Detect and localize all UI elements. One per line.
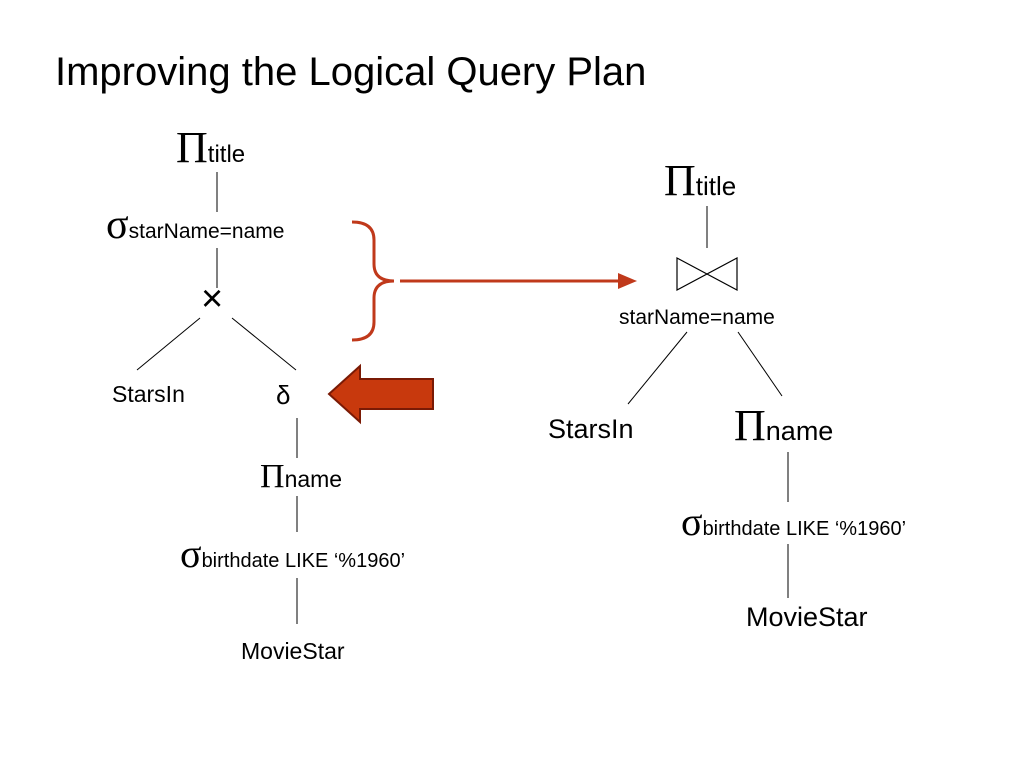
edge-cross-delta-left — [231, 317, 297, 371]
edge-join-piname-right — [737, 331, 783, 397]
right-sigma-birthdate-node: σbirthdate LIKE ‘%1960’ — [681, 502, 906, 542]
pi-subscript: title — [695, 171, 737, 201]
right-arrow-icon — [400, 273, 637, 289]
left-cross-product: × — [201, 278, 224, 320]
right-pi-name-node: Πname — [734, 400, 833, 451]
left-starsin-leaf: StarsIn — [112, 381, 185, 407]
left-moviestar-leaf: MovieStar — [241, 638, 345, 664]
left-pi-title-node: Πtitle — [176, 122, 245, 173]
pi-symbol: Π — [260, 458, 285, 495]
sigma-symbol: σ — [106, 202, 129, 248]
right-brace-icon — [351, 220, 395, 342]
bowtie-join-icon — [676, 257, 738, 291]
sigma-subscript: birthdate LIKE ‘%1960’ — [702, 518, 907, 540]
right-moviestar-leaf: MovieStar — [746, 602, 868, 632]
sigma-subscript: birthdate LIKE ‘%1960’ — [201, 550, 406, 572]
sigma-symbol: σ — [681, 499, 703, 544]
pi-subscript: name — [284, 466, 343, 492]
page-title: Improving the Logical Query Plan — [55, 50, 647, 94]
sigma-symbol: σ — [180, 531, 202, 576]
left-sigma-birthdate-node: σbirthdate LIKE ‘%1960’ — [180, 534, 405, 574]
right-pi-title-node: Πtitle — [664, 155, 736, 206]
pi-subscript: name — [765, 416, 834, 446]
left-block-arrow-icon — [327, 363, 434, 425]
right-starsin-leaf: StarsIn — [548, 414, 634, 444]
pi-symbol: Π — [664, 156, 696, 205]
pi-symbol: Π — [734, 401, 766, 450]
right-join-condition: starName=name — [619, 306, 775, 329]
sigma-subscript: starName=name — [128, 220, 285, 243]
edge-cross-starsin-left — [136, 317, 201, 371]
left-pi-name-node: Πname — [260, 458, 342, 496]
edge-join-starsin-right — [627, 331, 688, 405]
left-delta-node: δ — [276, 380, 291, 410]
left-sigma-starname-node: σstarName=name — [106, 204, 284, 246]
pi-subscript: title — [207, 141, 246, 168]
pi-symbol: Π — [176, 123, 208, 172]
